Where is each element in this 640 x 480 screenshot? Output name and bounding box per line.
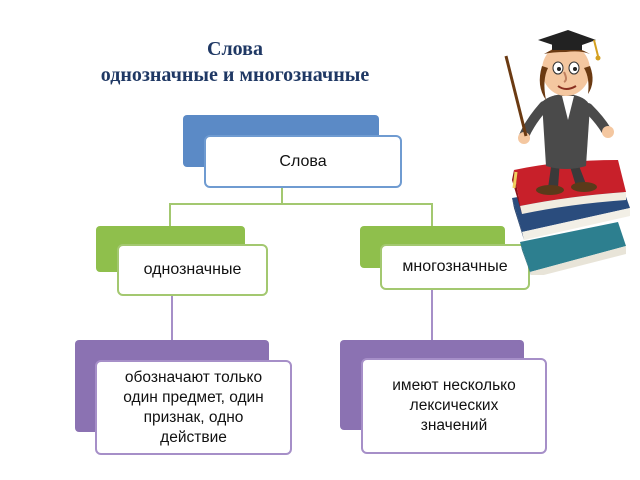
right-branch-node: многозначные (380, 244, 530, 290)
title-line-1: Слова (207, 38, 263, 60)
left-description-node: обозначают только один предмет, один при… (95, 360, 292, 455)
right-branch-label: многозначные (402, 258, 508, 275)
title-line-2: однозначные и многозначные (100, 64, 370, 86)
root-node-label: Слова (279, 152, 327, 170)
left-branch-label: однозначные (143, 261, 242, 278)
root-connector (169, 188, 283, 226)
root-connector-right (282, 203, 433, 226)
page-title: Слова однозначные и многозначные (40, 36, 430, 88)
left-branch-node: однозначные (117, 244, 268, 296)
professor-on-books-icon (504, 30, 630, 275)
right-description-text: имеют несколько лексических значений (392, 377, 516, 434)
root-node: Слова (204, 135, 402, 188)
left-description-text: обозначают только один предмет, один при… (123, 368, 264, 446)
right-description-node: имеют несколько лексических значений (361, 358, 547, 454)
